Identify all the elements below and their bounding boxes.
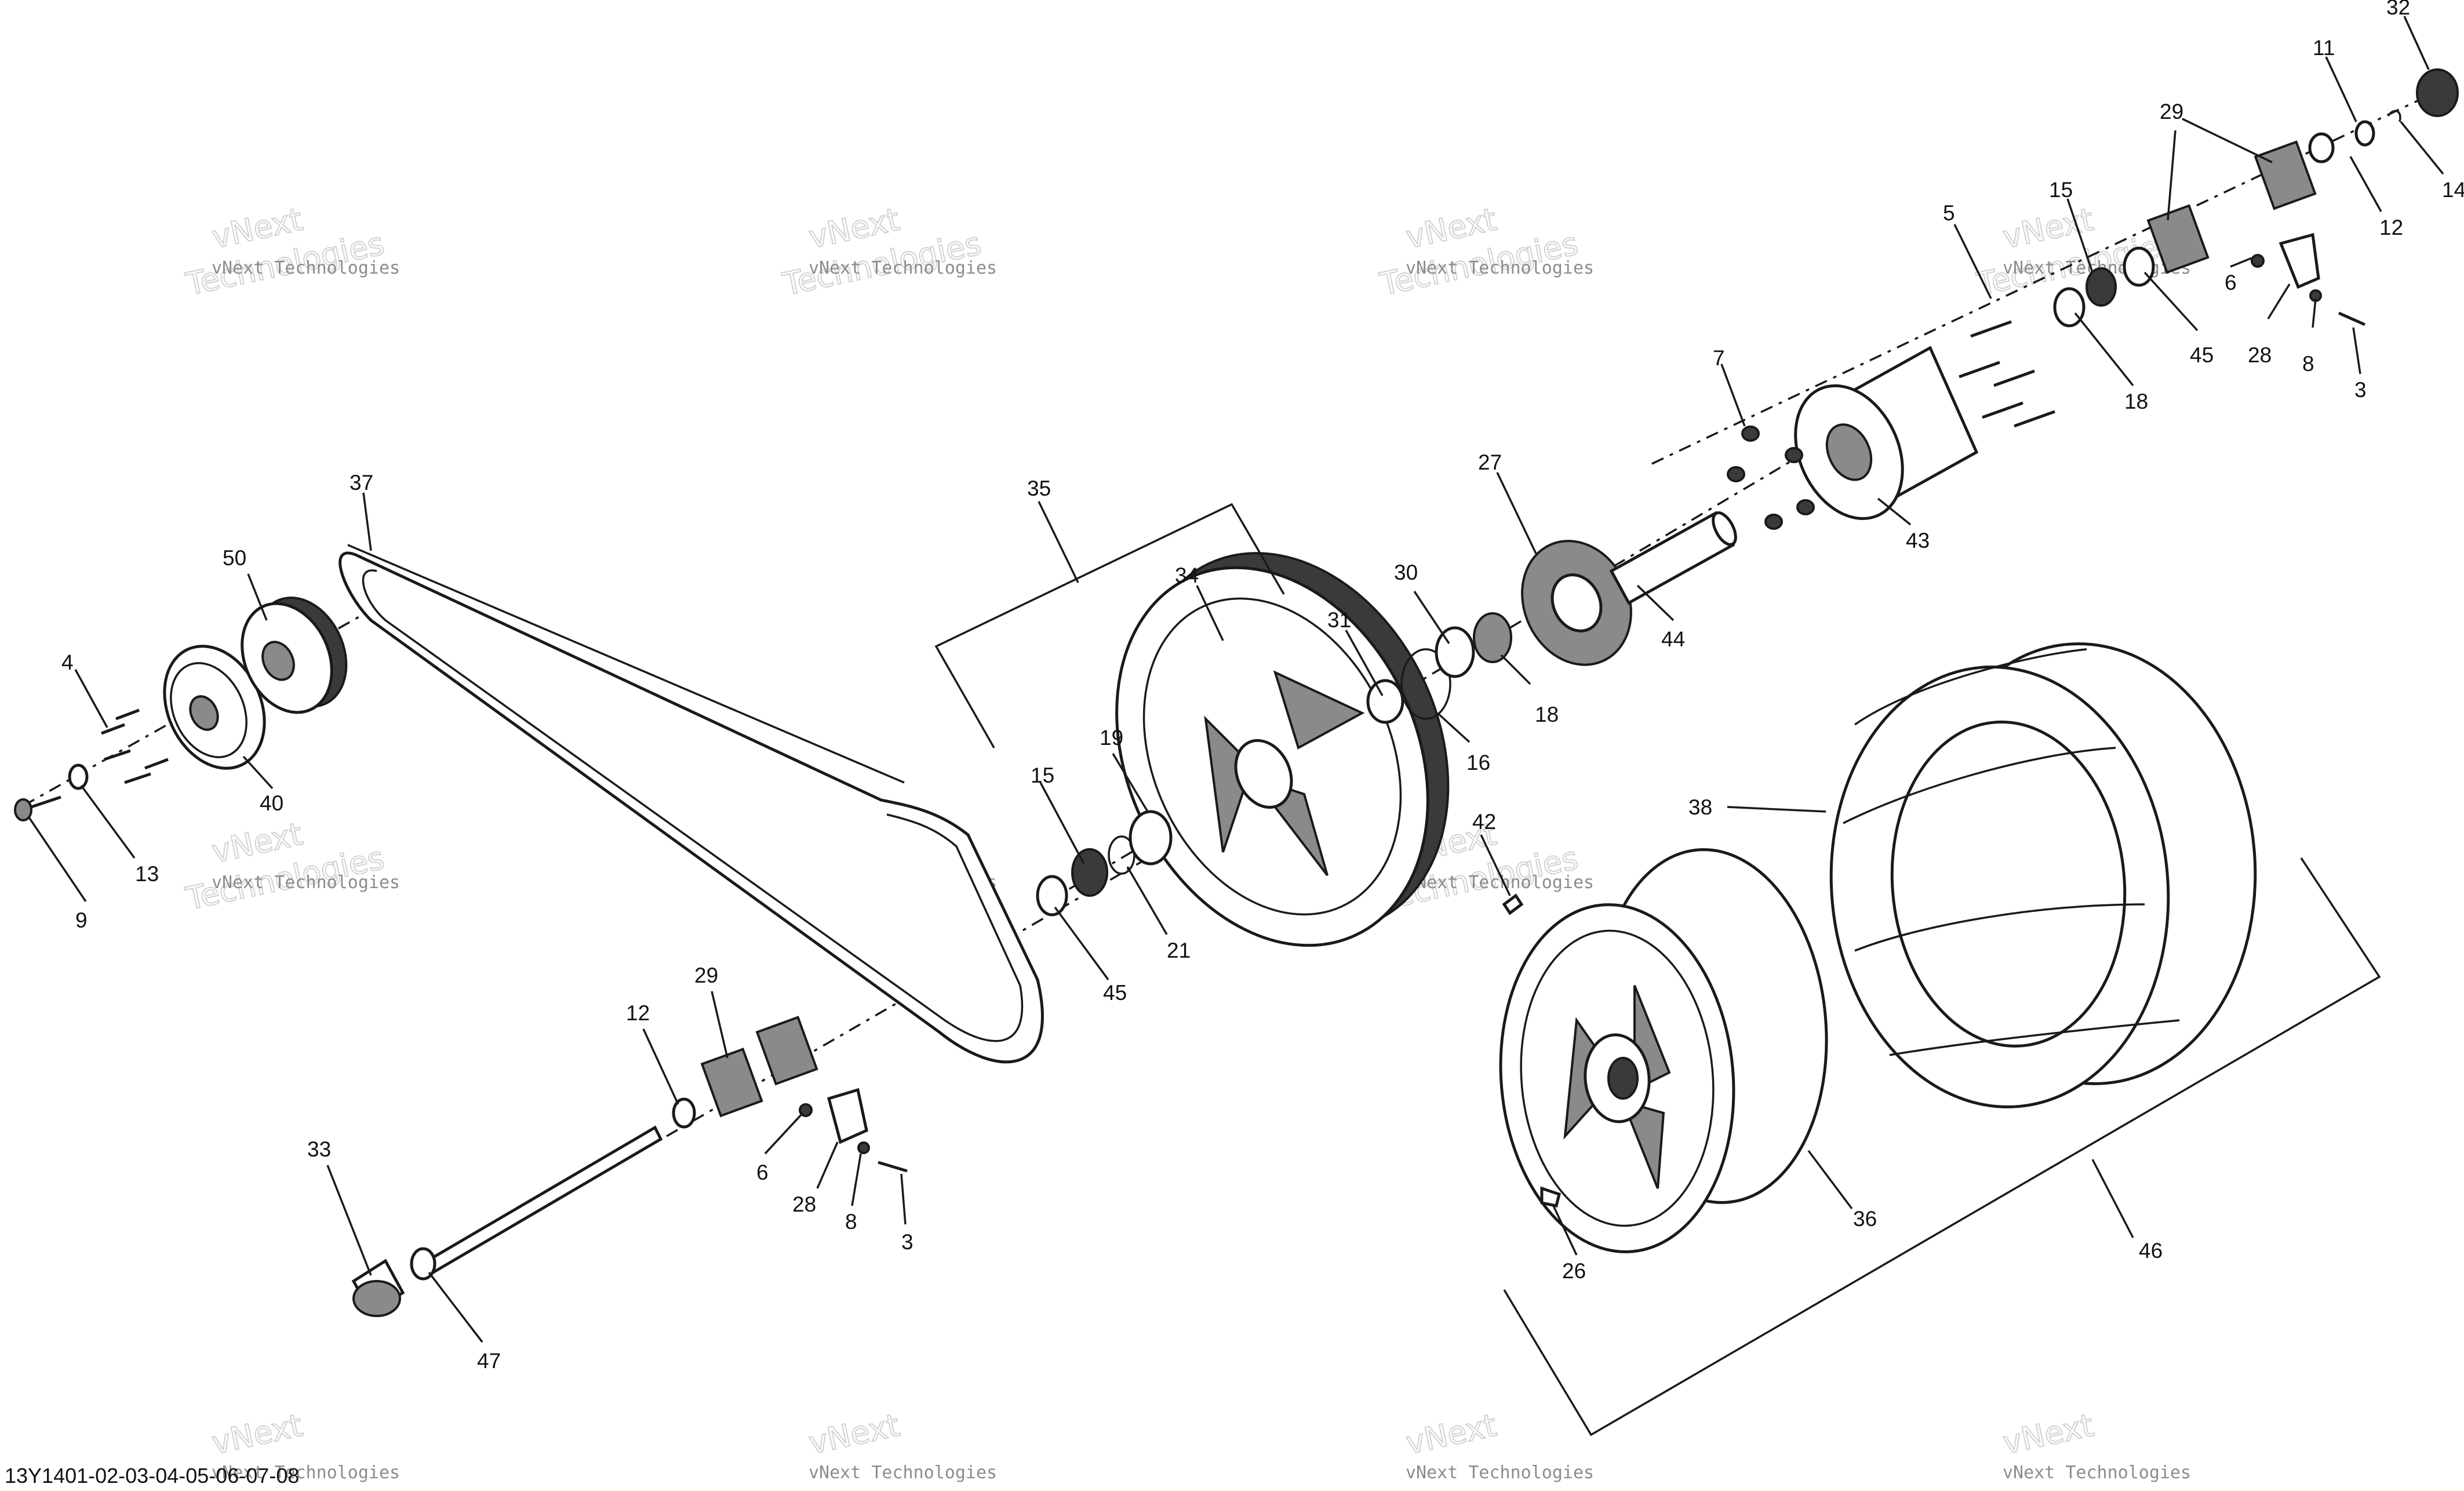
callout-46: 46 <box>2139 1239 2163 1263</box>
callout-8: 8 <box>2302 352 2314 376</box>
watermark-text: vNext Technologies <box>809 258 997 278</box>
drive-belt <box>339 544 1044 1064</box>
callout-37: 37 <box>350 471 373 494</box>
watermark: vNext Technologies <box>779 201 985 304</box>
callout-6: 6 <box>756 1161 769 1184</box>
callout-12: 12 <box>2379 216 2403 239</box>
diagram-code: 13Y1401-02-03-04-05-06-07-08 <box>5 1464 299 1488</box>
callout-19: 19 <box>1100 726 1123 750</box>
watermark-text: vNext Technologies <box>1406 258 1594 278</box>
callout-29: 29 <box>2160 100 2183 123</box>
bracket-sprocket-assembly <box>934 503 1285 748</box>
callout-42: 42 <box>1472 810 1496 834</box>
callout-7: 7 <box>1713 346 1725 370</box>
small-sprocket <box>241 597 348 714</box>
callout-28: 28 <box>792 1192 816 1216</box>
callout-12: 12 <box>626 1001 650 1025</box>
drive-bearings <box>1036 612 1512 917</box>
callout-47: 47 <box>477 1349 501 1373</box>
callout-28: 28 <box>2248 343 2272 367</box>
callout-32: 32 <box>2386 0 2410 19</box>
callout-15: 15 <box>2049 178 2073 202</box>
group-brackets <box>934 503 2381 1437</box>
bearing-housings-upper <box>2146 68 2459 326</box>
callout-27: 27 <box>1478 450 1502 474</box>
callout-21: 21 <box>1167 939 1191 962</box>
watermark-text: vNext Technologies <box>809 1463 997 1483</box>
callout-31: 31 <box>1327 608 1351 632</box>
watermark-text: vNext Technologies <box>2003 1463 2191 1483</box>
callout-30: 30 <box>1394 561 1418 584</box>
watermark-text: vNext Technologies <box>1406 1463 1594 1483</box>
rear-sprocket <box>1115 552 1450 947</box>
callout-45: 45 <box>2190 343 2214 367</box>
spacer-tube <box>1609 511 1737 605</box>
rear-hub <box>1794 346 1979 521</box>
watermark-text: vNext Technologies <box>212 1463 400 1483</box>
callout-9: 9 <box>75 908 88 932</box>
lower-shaft-assembly <box>351 1016 908 1317</box>
rubber-damper <box>1521 540 1632 666</box>
watermark: vNext Technologies <box>1973 201 2179 304</box>
tire <box>1829 642 2257 1108</box>
valve-cap <box>1502 893 1524 915</box>
callout-18: 18 <box>1535 703 1559 726</box>
callout-labels: 32 11 14 29 12 5 15 6 45 28 8 3 18 7 43 … <box>61 0 2464 1373</box>
watermark-text: vNext Technologies <box>212 258 400 278</box>
callout-29: 29 <box>694 963 718 987</box>
callout-26: 26 <box>1562 1259 1586 1283</box>
callout-36: 36 <box>1853 1207 1877 1231</box>
callout-5: 5 <box>1943 201 1955 225</box>
watermark: vNext <box>208 1406 306 1462</box>
callout-40: 40 <box>260 791 283 815</box>
watermark-brand: vNext <box>1403 1407 1499 1461</box>
callout-14: 14 <box>2442 178 2464 202</box>
callout-6: 6 <box>2225 271 2237 294</box>
callout-43: 43 <box>1906 529 1930 552</box>
callout-3: 3 <box>901 1230 913 1254</box>
callout-44: 44 <box>1661 627 1685 651</box>
callout-50: 50 <box>223 546 246 570</box>
callout-33: 33 <box>307 1137 331 1161</box>
callout-13: 13 <box>135 862 159 886</box>
callout-45: 45 <box>1103 981 1127 1005</box>
watermark: vNext <box>1402 1406 1500 1462</box>
callout-18: 18 <box>2124 390 2148 413</box>
callout-15: 15 <box>1031 763 1054 787</box>
callout-16: 16 <box>1466 751 1490 774</box>
watermark-brand: vNext <box>806 1407 902 1461</box>
callout-8: 8 <box>845 1210 857 1234</box>
hub-hardware <box>1727 246 2155 530</box>
callout-4: 4 <box>61 650 74 674</box>
watermark-brand: vNext <box>2000 1407 2097 1461</box>
callout-34: 34 <box>1175 563 1199 587</box>
watermark: vNext Technologies <box>182 815 388 918</box>
wheel-rim <box>1499 848 1828 1253</box>
callout-35: 35 <box>1027 477 1051 500</box>
axis-hub <box>1651 92 2435 465</box>
watermark: vNext <box>805 1406 903 1462</box>
watermark: vNext Technologies <box>1376 201 1582 304</box>
callout-3: 3 <box>2354 378 2367 402</box>
watermark: vNext Technologies <box>182 201 388 304</box>
bracket-wheel-assembly <box>1503 857 2381 1437</box>
watermark-text: vNext Technologies <box>212 872 400 893</box>
front-bolts <box>14 708 169 821</box>
callout-38: 38 <box>1688 795 1712 819</box>
leader-lines <box>28 16 2444 1343</box>
watermark-brand: vNext <box>209 1407 305 1461</box>
callout-11: 11 <box>2313 36 2335 60</box>
watermark: vNext <box>1999 1406 2097 1462</box>
